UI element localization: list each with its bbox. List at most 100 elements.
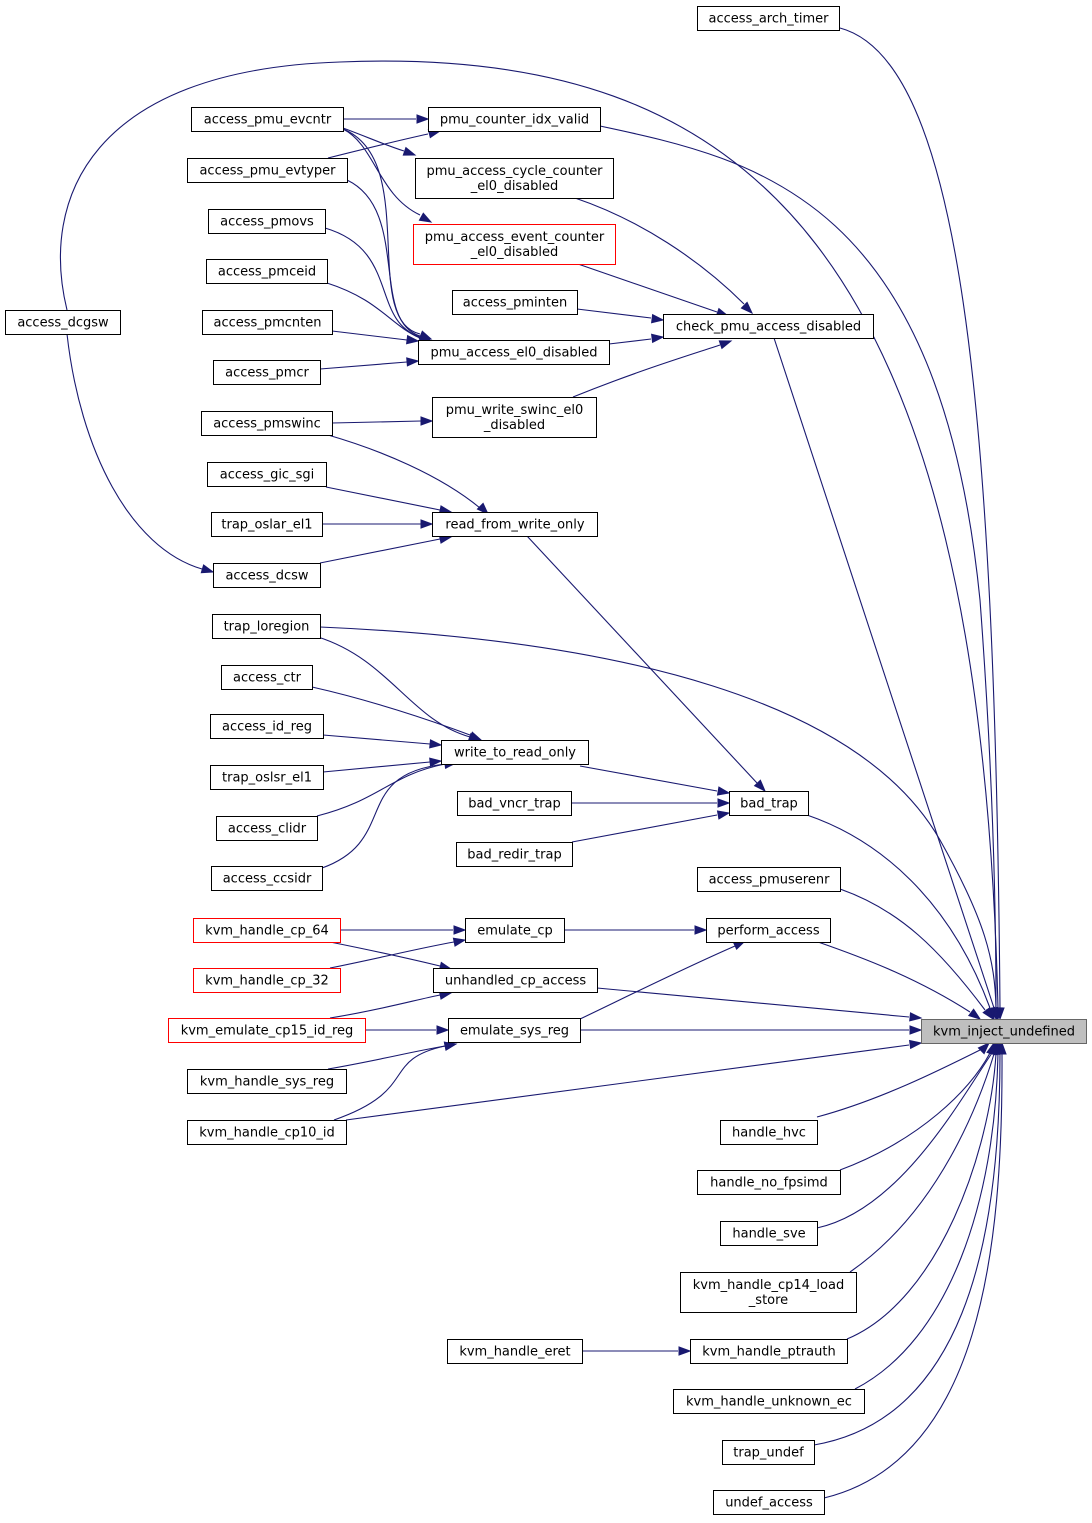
node-box[interactable] (193, 918, 341, 943)
node-box[interactable] (187, 1120, 347, 1145)
node-box[interactable] (452, 290, 578, 315)
node-access-pmcr[interactable]: access_pmcr (213, 360, 321, 385)
node-kvm-handle-cp14-load-store[interactable]: kvm_handle_cp14_load_store (680, 1272, 857, 1313)
node-box[interactable] (722, 1440, 815, 1465)
node-box[interactable] (713, 1490, 825, 1515)
node-kvm-inject-undefined[interactable]: kvm_inject_undefined (921, 1019, 1087, 1044)
node-kvm-handle-unknown-ec[interactable]: kvm_handle_unknown_ec (673, 1389, 865, 1414)
node-read-from-write-only[interactable]: read_from_write_only (432, 512, 598, 537)
node-access-gic-sgi[interactable]: access_gic_sgi (207, 462, 327, 487)
node-box[interactable] (729, 791, 809, 816)
node-box[interactable] (428, 107, 601, 132)
node-pmu-access-event-counter-el0-disabled[interactable]: pmu_access_event_counter_el0_disabled (413, 224, 616, 265)
node-box[interactable] (415, 158, 614, 199)
node-kvm-handle-cp-32[interactable]: kvm_handle_cp_32 (193, 968, 341, 993)
node-handle-sve[interactable]: handle_sve (720, 1221, 818, 1246)
node-access-pmuserenr[interactable]: access_pmuserenr (697, 867, 841, 892)
node-access-dcgsw[interactable]: access_dcgsw (5, 310, 121, 335)
node-box[interactable] (441, 740, 589, 765)
node-pmu-write-swinc-el0-disabled[interactable]: pmu_write_swinc_el0_disabled (432, 397, 597, 438)
node-box[interactable] (448, 1018, 581, 1043)
node-access-ctr[interactable]: access_ctr (221, 665, 313, 690)
node-bad-trap[interactable]: bad_trap (729, 791, 809, 816)
node-write-to-read-only[interactable]: write_to_read_only (441, 740, 589, 765)
node-box[interactable] (211, 866, 323, 891)
node-access-clidr[interactable]: access_clidr (216, 816, 318, 841)
node-box[interactable] (187, 1069, 347, 1094)
node-kvm-handle-ptrauth[interactable]: kvm_handle_ptrauth (690, 1339, 848, 1364)
node-box[interactable] (432, 397, 597, 438)
node-box[interactable] (208, 209, 326, 234)
node-box[interactable] (221, 665, 313, 690)
node-box[interactable] (5, 310, 121, 335)
node-access-pmu-evcntr[interactable]: access_pmu_evcntr (191, 107, 344, 132)
node-box[interactable] (413, 224, 616, 265)
node-access-pmswinc[interactable]: access_pmswinc (201, 411, 333, 436)
node-box[interactable] (680, 1272, 857, 1313)
node-box[interactable] (168, 1018, 366, 1043)
node-bad-redir-trap[interactable]: bad_redir_trap (456, 842, 573, 867)
node-box[interactable] (206, 259, 328, 284)
node-box[interactable] (418, 340, 610, 365)
node-access-arch-timer[interactable]: access_arch_timer (697, 6, 840, 31)
node-access-dcsw[interactable]: access_dcsw (213, 563, 321, 588)
node-kvm-handle-eret[interactable]: kvm_handle_eret (447, 1339, 583, 1364)
node-box[interactable] (212, 614, 321, 639)
node-access-ccsidr[interactable]: access_ccsidr (211, 866, 323, 891)
node-box[interactable] (465, 918, 565, 943)
node-pmu-counter-idx-valid[interactable]: pmu_counter_idx_valid (428, 107, 601, 132)
node-access-pmcnten[interactable]: access_pmcnten (202, 310, 333, 335)
node-emulate-cp[interactable]: emulate_cp (465, 918, 565, 943)
node-box[interactable] (720, 1120, 818, 1145)
node-kvm-handle-sys-reg[interactable]: kvm_handle_sys_reg (187, 1069, 347, 1094)
node-access-pmu-evtyper[interactable]: access_pmu_evtyper (187, 158, 348, 183)
node-box[interactable] (213, 360, 321, 385)
node-perform-access[interactable]: perform_access (706, 918, 831, 943)
node-box[interactable] (706, 918, 831, 943)
node-box[interactable] (921, 1019, 1087, 1044)
node-unhandled-cp-access[interactable]: unhandled_cp_access (433, 968, 598, 993)
node-box[interactable] (187, 158, 348, 183)
node-box[interactable] (433, 968, 598, 993)
node-box[interactable] (697, 1170, 841, 1195)
node-access-id-reg[interactable]: access_id_reg (210, 714, 324, 739)
node-box[interactable] (663, 314, 874, 339)
node-box[interactable] (210, 765, 324, 790)
node-box[interactable] (697, 6, 840, 31)
node-box[interactable] (720, 1221, 818, 1246)
node-box[interactable] (207, 462, 327, 487)
node-pmu-access-el0-disabled[interactable]: pmu_access_el0_disabled (418, 340, 610, 365)
node-bad-vncr-trap[interactable]: bad_vncr_trap (457, 791, 572, 816)
node-handle-hvc[interactable]: handle_hvc (720, 1120, 818, 1145)
node-box[interactable] (211, 512, 323, 537)
node-kvm-handle-cp10-id[interactable]: kvm_handle_cp10_id (187, 1120, 347, 1145)
node-box[interactable] (202, 310, 333, 335)
node-handle-no-fpsimd[interactable]: handle_no_fpsimd (697, 1170, 841, 1195)
node-pmu-access-cycle-counter-el0-disabled[interactable]: pmu_access_cycle_counter_el0_disabled (415, 158, 614, 199)
node-box[interactable] (213, 563, 321, 588)
node-emulate-sys-reg[interactable]: emulate_sys_reg (448, 1018, 581, 1043)
node-box[interactable] (673, 1389, 865, 1414)
node-trap-oslar-el1[interactable]: trap_oslar_el1 (211, 512, 323, 537)
node-box[interactable] (447, 1339, 583, 1364)
node-box[interactable] (456, 842, 573, 867)
node-undef-access[interactable]: undef_access (713, 1490, 825, 1515)
node-trap-loregion[interactable]: trap_loregion (212, 614, 321, 639)
node-box[interactable] (201, 411, 333, 436)
node-box[interactable] (457, 791, 572, 816)
node-box[interactable] (697, 867, 841, 892)
node-box[interactable] (210, 714, 324, 739)
node-box[interactable] (432, 512, 598, 537)
node-access-pminten[interactable]: access_pminten (452, 290, 578, 315)
node-trap-oslsr-el1[interactable]: trap_oslsr_el1 (210, 765, 324, 790)
node-box[interactable] (216, 816, 318, 841)
node-trap-undef[interactable]: trap_undef (722, 1440, 815, 1465)
node-kvm-emulate-cp15-id-reg[interactable]: kvm_emulate_cp15_id_reg (168, 1018, 366, 1043)
node-check-pmu-access-disabled[interactable]: check_pmu_access_disabled (663, 314, 874, 339)
node-box[interactable] (191, 107, 344, 132)
node-access-pmceid[interactable]: access_pmceid (206, 259, 328, 284)
node-kvm-handle-cp-64[interactable]: kvm_handle_cp_64 (193, 918, 341, 943)
node-box[interactable] (193, 968, 341, 993)
node-access-pmovs[interactable]: access_pmovs (208, 209, 326, 234)
node-box[interactable] (690, 1339, 848, 1364)
